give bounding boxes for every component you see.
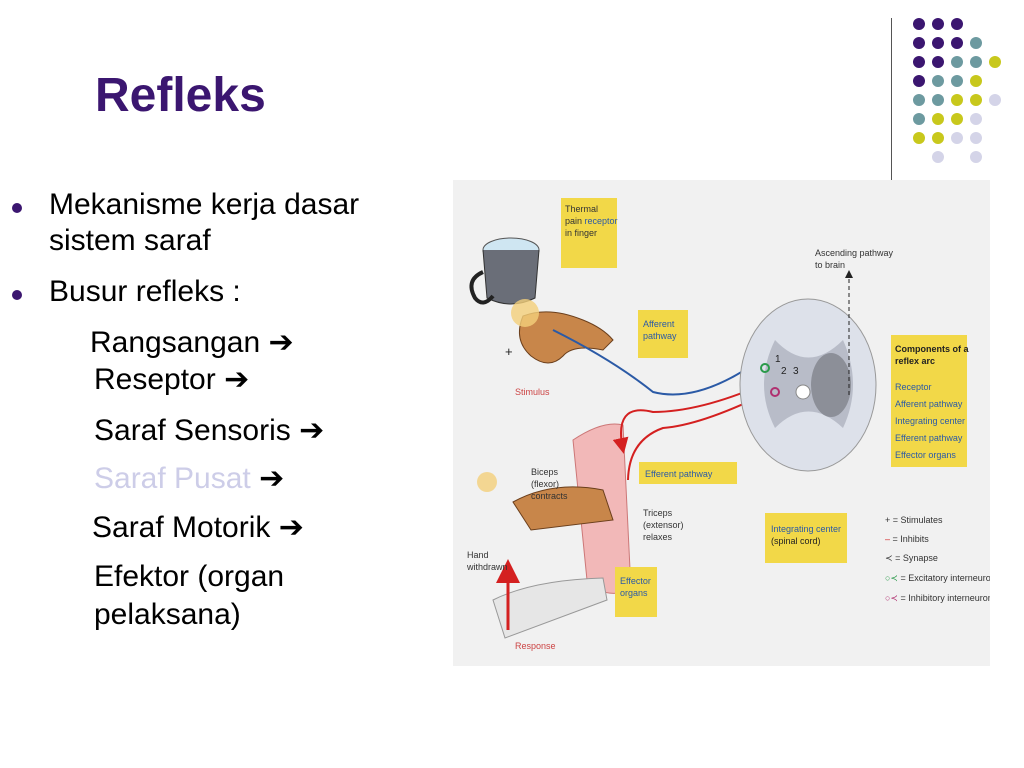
arrow-icon: ➔ — [224, 363, 250, 396]
slide-title: Refleks — [95, 69, 266, 122]
svg-text:– = Inhibits: – = Inhibits — [885, 534, 929, 544]
chain-step: Efektor (organ — [94, 560, 285, 593]
svg-text:≺ = Synapse: ≺ = Synapse — [885, 553, 938, 563]
svg-text:Efferent pathway: Efferent pathway — [895, 433, 963, 443]
inhibitory-interneuron — [770, 387, 780, 397]
svg-text:pain receptor: pain receptor — [565, 216, 618, 226]
hot-pot — [469, 237, 540, 305]
efferent-box — [639, 462, 737, 484]
svg-text:(flexor): (flexor) — [531, 479, 559, 489]
svg-text:Components of a: Components of a — [895, 344, 969, 354]
svg-text:organs: organs — [620, 588, 648, 598]
excitatory-interneuron — [760, 363, 770, 373]
arrow-icon: ➔ — [259, 462, 285, 495]
svg-text:to brain: to brain — [815, 260, 845, 270]
arrow-icon: ➔ — [268, 326, 294, 359]
svg-text:○≺ = Excitatory interneuron: ○≺ = Excitatory interneuron — [885, 573, 990, 583]
svg-text:Response: Response — [515, 641, 556, 651]
svg-text:contracts: contracts — [531, 491, 568, 501]
svg-text:Receptor: Receptor — [895, 382, 932, 392]
thermal-box — [561, 198, 617, 268]
chain-step-highlighted: Saraf Pusat ➔ — [94, 462, 285, 495]
svg-text:Integrating center: Integrating center — [771, 524, 841, 534]
svg-text:pathway: pathway — [643, 331, 677, 341]
svg-text:reflex arc: reflex arc — [895, 356, 935, 366]
decorative-divider — [891, 18, 892, 180]
efferent-nerve-2 — [627, 389, 774, 481]
efferent-nerve — [612, 379, 774, 454]
svg-text:Biceps: Biceps — [531, 467, 559, 477]
svg-text:Hand: Hand — [467, 550, 489, 560]
bullet-item: Busur refleks : — [49, 274, 241, 310]
arm — [492, 423, 632, 639]
afferent-nerve — [552, 329, 777, 396]
svg-text:(extensor): (extensor) — [643, 520, 684, 530]
svg-text:○≺ = Inhibitory interneuron: ○≺ = Inhibitory interneuron — [885, 593, 990, 603]
chain-step: Rangsangan ➔ — [90, 326, 294, 359]
chain-step: Reseptor ➔ — [94, 363, 250, 396]
chain-step: pelaksana) — [94, 598, 241, 631]
svg-text:Effector organs: Effector organs — [895, 450, 956, 460]
afferent-box — [638, 310, 688, 358]
svg-text:Thermal: Thermal — [565, 204, 598, 214]
arrow-icon: ➔ — [299, 414, 325, 447]
effector-box — [615, 567, 657, 617]
marker-2: 2 — [781, 366, 787, 377]
bullet-item: Mekanisme kerja dasar sistem saraf — [49, 187, 359, 259]
components-box — [891, 335, 967, 467]
plus-sign: + — [505, 344, 513, 359]
svg-text:Efferent pathway: Efferent pathway — [645, 469, 713, 479]
svg-text:relaxes: relaxes — [643, 532, 673, 542]
arrow-icon: ➔ — [278, 511, 304, 544]
reflex-arc-diagram: + 1 2 3 Thermal pain receptor in finger … — [453, 180, 990, 666]
stimulus-burst — [511, 299, 539, 327]
bullet-text: Mekanisme kerja dasar — [49, 188, 360, 221]
arm-burst — [477, 472, 497, 492]
marker-3: 3 — [793, 366, 799, 377]
integrating-box — [765, 513, 847, 563]
svg-text:in finger: in finger — [565, 228, 597, 238]
svg-text:Afferent: Afferent — [643, 319, 675, 329]
svg-text:+ = Stimulates: + = Stimulates — [885, 515, 943, 525]
bullet-text: Busur refleks : — [49, 275, 241, 308]
svg-text:withdrawn: withdrawn — [466, 562, 508, 572]
spinal-cord — [739, 298, 877, 472]
svg-text:Afferent pathway: Afferent pathway — [895, 399, 963, 409]
svg-text:Stimulus: Stimulus — [515, 387, 550, 397]
svg-text:Ascending pathway: Ascending pathway — [815, 248, 894, 258]
chain-step: Saraf Sensoris ➔ — [94, 414, 325, 447]
bullet-text: sistem saraf — [49, 224, 211, 257]
bullet-dot — [12, 290, 22, 300]
marker-1: 1 — [775, 354, 781, 365]
svg-text:Effector: Effector — [620, 576, 651, 586]
decorative-dot-grid — [913, 18, 1001, 163]
bullet-dot — [12, 203, 22, 213]
svg-text:Integrating center: Integrating center — [895, 416, 965, 426]
chain-step: Saraf Motorik ➔ — [92, 511, 304, 544]
svg-text:(spinal cord): (spinal cord) — [771, 536, 821, 546]
svg-text:Triceps: Triceps — [643, 508, 673, 518]
legend: + = Stimulates – = Inhibits ≺ = Synapse … — [885, 515, 990, 603]
